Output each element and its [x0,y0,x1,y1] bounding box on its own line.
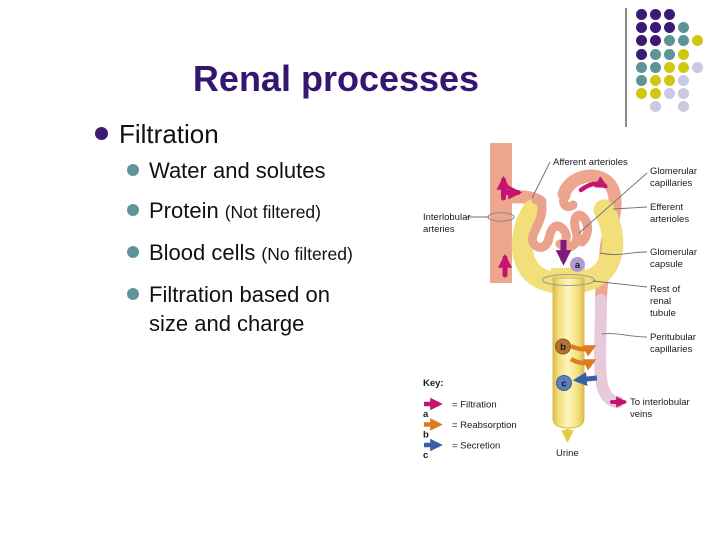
bullet-dot-icon [127,204,139,216]
key-letter-c: c [423,450,428,461]
deco-dot [678,61,689,73]
deco-dot [664,9,675,20]
key-letter-a: a [423,409,429,420]
bullet-line: size and charge [149,311,305,336]
filtration-arrows [496,175,628,408]
efferent-flow-arrow [578,176,609,193]
secretion-arrow [572,372,598,386]
deco-dot [664,35,675,47]
deco-dot [636,22,647,34]
tubule-ring [541,273,596,287]
label-afferent: Afferent arterioles [553,157,628,168]
deco-dot [664,61,675,73]
deco-dot [664,75,675,86]
deco-dot [692,61,703,73]
label-peritubular: capillaries [650,344,692,355]
leader-lines [466,161,648,338]
marker-c-label: c [561,379,566,390]
label-interlobular: Interlobular [423,212,471,223]
deco-dot [636,9,647,20]
deco-dot [664,48,675,60]
bullet-line: Blood cells [149,240,256,265]
deco-dot [664,88,675,100]
deco-dot [650,61,661,73]
label-glomerular-capillaries: capillaries [650,178,692,189]
bullet-dot-icon [95,127,108,140]
key-letter-b: b [423,430,429,441]
bullet-line: Water and solutes [149,158,326,183]
deco-dot [650,101,661,113]
label-rest-of-renal-tubule: renal [650,296,671,307]
deco-dot [650,22,661,34]
deco-dot [650,9,661,20]
deco-dot [678,101,689,113]
list-item: Filtration based on size and charge [127,280,425,338]
list-item: Water and solutes [127,156,425,185]
list-item: Protein(Not filtered) [127,196,425,227]
bullet-text: Blood cells(No filtered) [149,238,353,269]
bullet-line: Protein [149,198,219,223]
deco-dot [678,48,689,60]
deco-dot [678,35,689,47]
marker-a-circle [570,257,585,272]
deco-dot [636,88,647,100]
sub-bullet-list: Water and solutes Protein(Not filtered) … [127,156,425,338]
label-efferent: Efferent [650,202,683,213]
deco-dot [678,22,689,34]
label-efferent: arterioles [650,214,689,225]
bullet-text: Filtration based on size and charge [149,280,330,338]
key-filtration-label: = Filtration [452,400,497,411]
bullet-text: Protein(Not filtered) [149,196,321,227]
list-item: Blood cells(No filtered) [127,238,425,269]
deco-dot [636,48,647,60]
reabsorption-arrow [569,357,597,371]
bullet-text: Water and solutes [149,156,326,185]
deco-dot [678,75,689,86]
glomerulus-coil [527,191,593,252]
bullet-note: (No filtered) [261,244,353,264]
deco-dot [636,75,647,86]
label-peritubular: Peritubular [650,332,696,343]
dot-grid [636,9,716,121]
marker-a-label: a [575,260,581,271]
bullet-dot-icon [127,246,139,258]
deco-dot [636,35,647,47]
label-glomerular-capsule: capsule [650,259,683,270]
label-rest-of-renal-tubule: tubule [650,308,676,319]
label-to-interlobular-veins: veins [630,409,652,420]
key-title: Key: [423,378,444,389]
deco-dot [650,88,661,100]
deco-dot [650,48,661,60]
bullet-list: Filtration Water and solutes Protein(Not… [95,118,425,349]
label-interlobular: arteries [423,224,455,235]
reabsorption-arrow [569,343,597,357]
label-rest-of-renal-tubule: Rest of [650,284,680,295]
deco-dot [664,22,675,34]
list-item: Filtration [95,118,425,150]
bullet-dot-icon [127,164,139,176]
label-glomerular-capsule: Glomerular [650,247,697,258]
bullet-text: Filtration [119,119,219,149]
bullet-line: Filtration based on [149,282,330,307]
label-urine: Urine [556,448,579,459]
deco-dot [678,88,689,100]
nephron-diagram: a b c Afferent arterioles Glomerular cap… [423,143,697,461]
deco-dot [692,35,703,47]
bullet-note: (Not filtered) [224,202,321,222]
renal-tubule [552,277,585,429]
key-reabsorption-label: = Reabsorption [452,420,517,431]
deco-dot [636,61,647,73]
vertical-divider [625,8,627,127]
key-secretion-label: = Secretion [452,441,500,452]
deco-dot [650,35,661,47]
marker-b-circle [555,338,571,355]
peritubular-capillary [594,294,624,408]
marker-c-circle [556,375,572,391]
page-title: Renal processes [192,58,480,99]
marker-b-label: b [560,342,566,353]
deco-dot [650,75,661,86]
label-to-interlobular-veins: To interlobular [630,397,690,408]
label-glomerular-capillaries: Glomerular [650,166,697,177]
bullet-dot-icon [127,288,139,300]
